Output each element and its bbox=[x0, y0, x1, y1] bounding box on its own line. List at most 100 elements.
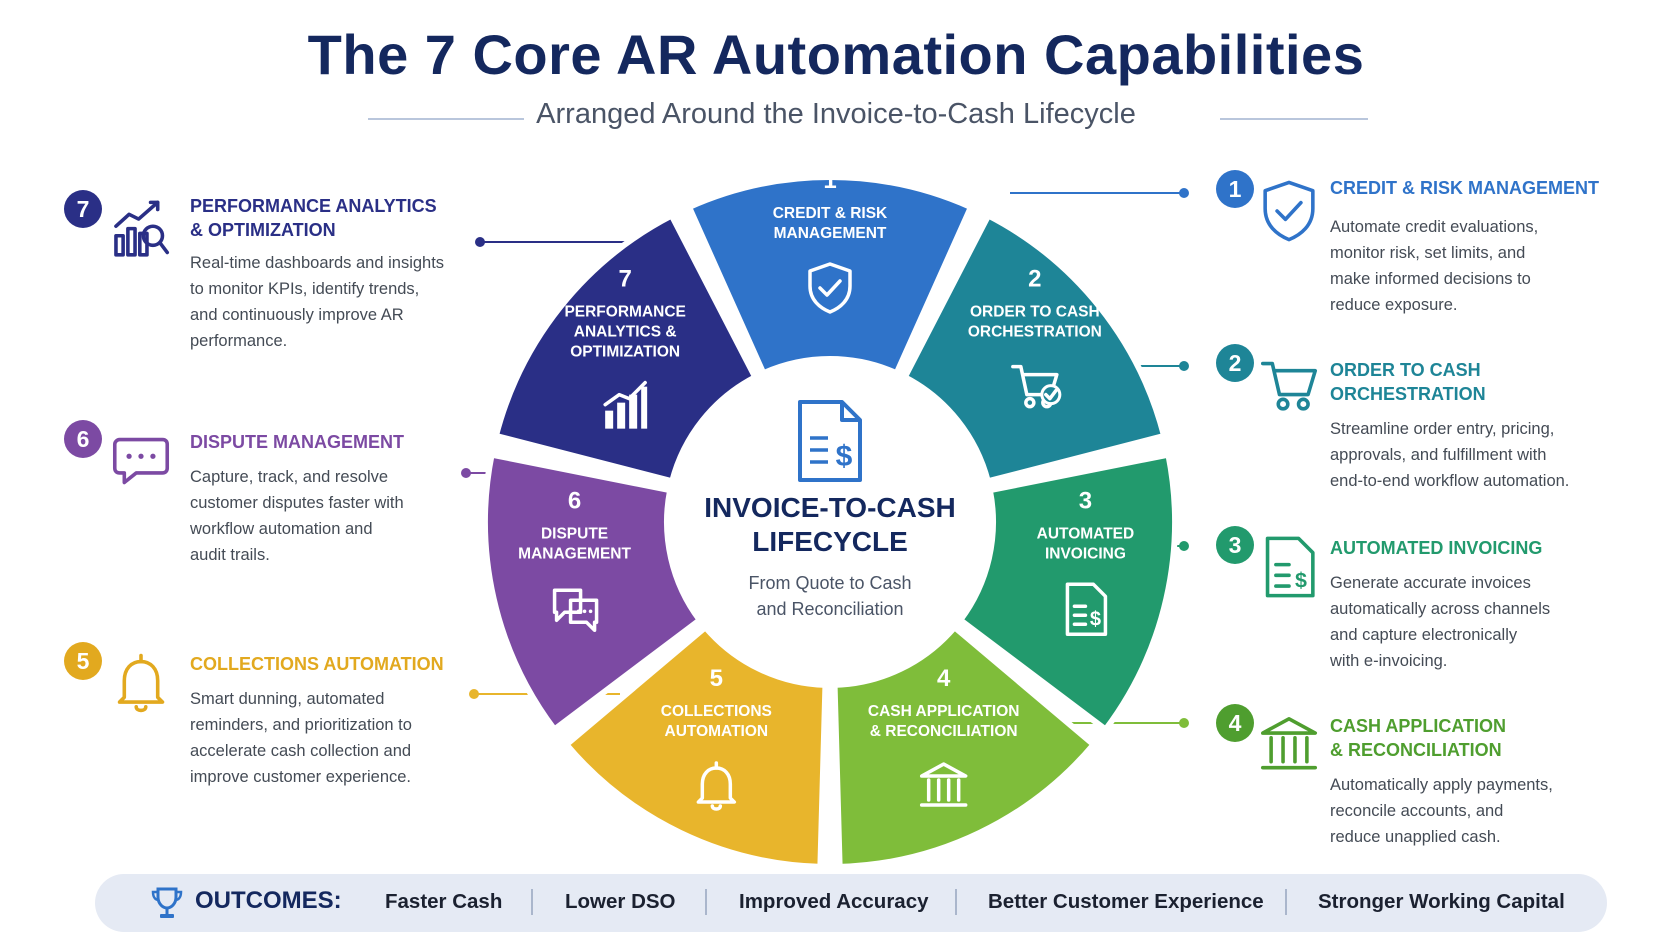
wheel-segment-number: 6 bbox=[568, 487, 581, 514]
bell-icon bbox=[117, 653, 165, 713]
wheel-segment-number: 4 bbox=[937, 665, 951, 692]
svg-text:$: $ bbox=[1295, 568, 1307, 592]
capability-number-badge: 4 bbox=[1216, 704, 1254, 742]
capability-description: with e-invoicing. bbox=[1330, 652, 1448, 670]
wheel-segment-label: CASH APPLICATION bbox=[868, 703, 1020, 720]
capability-title: AUTOMATED INVOICING bbox=[1330, 538, 1543, 558]
center-title-line1: INVOICE-TO-CASH bbox=[704, 492, 956, 523]
wheel-segment-label: MANAGEMENT bbox=[518, 545, 631, 562]
svg-text:$: $ bbox=[1090, 608, 1101, 630]
capability-description: monitor risk, set limits, and bbox=[1330, 244, 1526, 262]
connector-dot bbox=[475, 237, 485, 247]
bar-chart-icon bbox=[603, 380, 648, 429]
analytics-magnifier-icon bbox=[114, 200, 170, 257]
outcome-separator bbox=[1285, 889, 1287, 915]
wheel-segment-label: ANALYTICS & bbox=[574, 324, 677, 341]
wheel-segment-label: & RECONCILIATION bbox=[870, 723, 1018, 740]
invoice-dollar-icon: $ bbox=[798, 400, 862, 482]
center-subtitle-line1: From Quote to Cash bbox=[748, 573, 911, 593]
wheel-segment-number: 3 bbox=[1079, 487, 1092, 514]
capability-description: customer disputes faster with bbox=[190, 494, 404, 512]
capability-description: improve customer experience. bbox=[190, 768, 412, 786]
wheel-segment-label: MANAGEMENT bbox=[774, 225, 887, 242]
wheel-segment-label: ORDER TO CASH bbox=[970, 304, 1100, 321]
capability-description: reminders, and prioritization to bbox=[190, 716, 412, 734]
wheel-segment-number: 7 bbox=[618, 266, 631, 293]
wheel-segment-label: AUTOMATED bbox=[1037, 525, 1135, 542]
capability-description: and continuously improve AR bbox=[190, 306, 404, 324]
capability-description: Generate accurate invoices bbox=[1330, 574, 1531, 592]
bank-icon bbox=[1260, 716, 1318, 770]
wheel-segment-label: COLLECTIONS bbox=[661, 703, 772, 720]
connector-dot bbox=[1179, 718, 1189, 728]
shield-check-icon bbox=[808, 262, 852, 314]
capability-description: audit trails. bbox=[190, 546, 270, 564]
capability-number-badge: 3 bbox=[1216, 526, 1254, 564]
outcome-separator bbox=[531, 889, 533, 915]
capability-title: PERFORMANCE ANALYTICS bbox=[190, 196, 437, 216]
capability-title: ORDER TO CASH bbox=[1330, 360, 1481, 380]
capability-description: reduce exposure. bbox=[1330, 296, 1458, 314]
subtitle-rule-right bbox=[1220, 118, 1368, 120]
center-subtitle-line2: and Reconciliation bbox=[756, 599, 903, 619]
capability-title: & RECONCILIATION bbox=[1330, 740, 1502, 760]
wheel-segment-label: PERFORMANCE bbox=[564, 304, 685, 321]
capability-description: Real-time dashboards and insights bbox=[190, 254, 445, 272]
outcomes-bar: OUTCOMES: Faster Cash Lower DSO Improved… bbox=[95, 874, 1607, 932]
capability-description: Automatically apply payments, bbox=[1330, 776, 1553, 794]
outcome-item: Improved Accuracy bbox=[739, 890, 929, 913]
capability-description: to monitor KPIs, identify trends, bbox=[190, 280, 420, 298]
connector-dot bbox=[1179, 361, 1189, 371]
capability-description: reconcile accounts, and bbox=[1330, 802, 1504, 820]
wheel-segment-label: INVOICING bbox=[1045, 545, 1126, 562]
capability-description: accelerate cash collection and bbox=[190, 742, 412, 760]
wheel-segment-number: 2 bbox=[1028, 266, 1041, 293]
connector-dot bbox=[461, 468, 471, 478]
capability-description: automatically across channels bbox=[1330, 600, 1551, 618]
capability-number-badge: 6 bbox=[64, 420, 102, 458]
outcome-item: Better Customer Experience bbox=[988, 890, 1264, 913]
capability-description: Automate credit evaluations, bbox=[1330, 218, 1539, 236]
capability-title: & OPTIMIZATION bbox=[190, 220, 336, 240]
invoice-icon: $ bbox=[1265, 536, 1315, 598]
outcome-separator bbox=[705, 889, 707, 915]
wheel-segment-number: 1 bbox=[823, 167, 836, 194]
connector-dot bbox=[469, 689, 479, 699]
bell-icon bbox=[696, 761, 737, 811]
shopping-cart-icon bbox=[1260, 361, 1318, 411]
shield-check-icon bbox=[1263, 180, 1315, 242]
capability-description: workflow automation and bbox=[190, 520, 373, 538]
capability-title: DISPUTE MANAGEMENT bbox=[190, 432, 405, 452]
connector-dot bbox=[1179, 541, 1189, 551]
page-title: The 7 Core AR Automation Capabilities bbox=[307, 23, 1365, 86]
capability-title: COLLECTIONS AUTOMATION bbox=[190, 654, 444, 674]
shopping-cart-check-icon bbox=[1011, 364, 1062, 409]
capability-number-badge: 5 bbox=[64, 642, 102, 680]
chat-bubbles-icon bbox=[552, 588, 599, 633]
capability-description: approvals, and fulfillment with bbox=[1330, 446, 1547, 464]
capability-description: Smart dunning, automated bbox=[190, 690, 385, 708]
connector-dot bbox=[1179, 188, 1189, 198]
invoice-icon: $ bbox=[1065, 582, 1108, 637]
outcome-item: Stronger Working Capital bbox=[1318, 890, 1565, 913]
capability-description: performance. bbox=[190, 332, 288, 350]
wheel-segment-label: DISPUTE bbox=[541, 525, 608, 542]
capability-description: make informed decisions to bbox=[1330, 270, 1531, 288]
capability-title: ORCHESTRATION bbox=[1330, 384, 1486, 404]
bank-icon bbox=[919, 762, 968, 807]
capability-description: end-to-end workflow automation. bbox=[1330, 472, 1570, 490]
capability-title: CASH APPLICATION bbox=[1330, 716, 1507, 736]
outcome-item: Faster Cash bbox=[385, 890, 503, 913]
capability-description: reduce unapplied cash. bbox=[1330, 828, 1501, 846]
capability-number-badge: 2 bbox=[1216, 344, 1254, 382]
capability-number-badge: 7 bbox=[64, 190, 102, 228]
wheel-segment-number: 5 bbox=[710, 665, 723, 692]
svg-text:$: $ bbox=[836, 440, 853, 473]
outcome-separator bbox=[955, 889, 957, 915]
center-title-line2: LIFECYCLE bbox=[752, 526, 908, 557]
wheel-segment-label: OPTIMIZATION bbox=[570, 344, 680, 361]
trophy-icon bbox=[151, 887, 183, 918]
page-subtitle: Arranged Around the Invoice-to-Cash Life… bbox=[536, 98, 1136, 130]
